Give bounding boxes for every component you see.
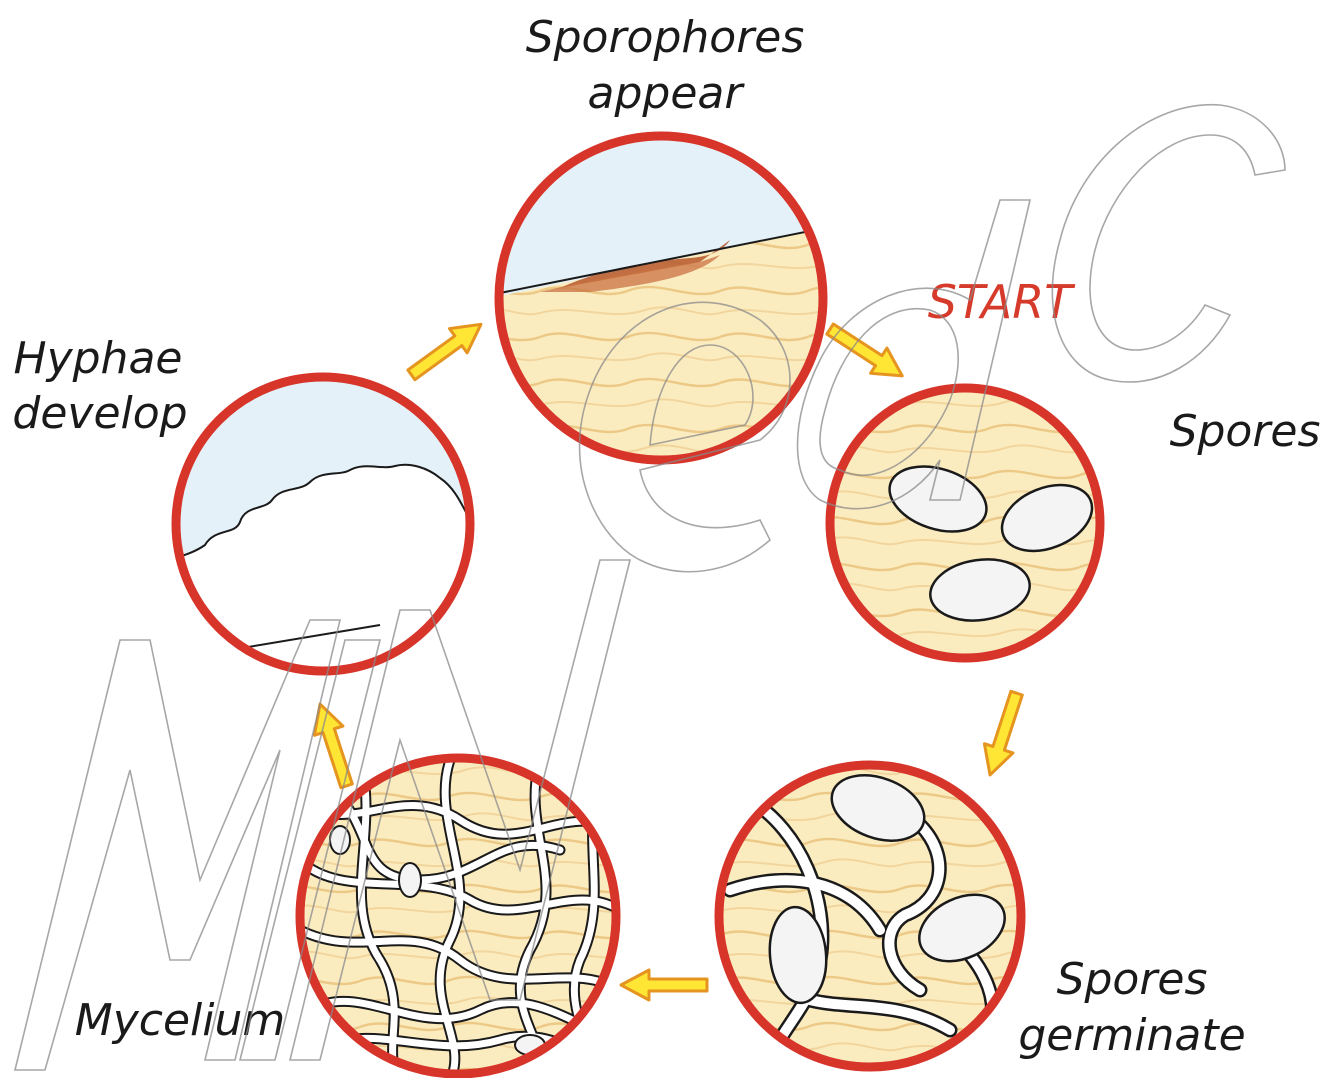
hyphae-label-line1: Hyphae: [14, 333, 183, 384]
arrow-mycelium-to-hyphae: [306, 699, 361, 790]
sporophores-label-line2: appear: [588, 68, 746, 119]
arrow-hyphae-to-sporophores: [403, 312, 490, 387]
germinate-label-line1: Spores: [1057, 954, 1208, 1005]
sporophores-label-line1: Sporophores: [526, 12, 805, 63]
arrow-germinate-to-mycelium: [621, 970, 707, 1000]
arrow-spores-to-germinate: [976, 689, 1031, 780]
hyphae-stage-circle: [170, 370, 480, 690]
germinate-stage-circle: [715, 760, 1025, 1070]
germinate-label-line2: germinate: [1018, 1010, 1245, 1061]
spores-label: Spores: [1170, 406, 1321, 457]
spores-stage-circle: [825, 385, 1105, 665]
hyphae-label-line2: develop: [12, 388, 187, 439]
